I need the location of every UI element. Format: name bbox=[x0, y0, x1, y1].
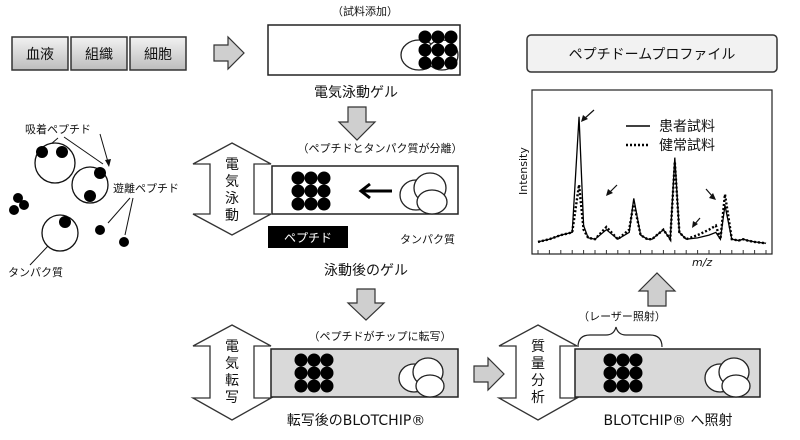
transfer-double-arrow-icon bbox=[190, 324, 274, 421]
legend-label: 患者試料 bbox=[659, 119, 715, 135]
peptide-dots-icon bbox=[603, 353, 643, 393]
peptide-dots-icon bbox=[418, 30, 458, 70]
transfer-label-char: 転 bbox=[225, 373, 239, 389]
legend-label: 健常試料 bbox=[659, 138, 715, 154]
ms-label-char: 析 bbox=[531, 390, 545, 406]
profile-chart-frame bbox=[531, 89, 773, 255]
sample-box-cell: 細胞 bbox=[129, 36, 187, 71]
gel-top-caption: 電気泳動ゲル bbox=[314, 85, 398, 101]
profile-xlabel: m/z bbox=[692, 256, 712, 269]
protein-spot-icon bbox=[398, 357, 445, 398]
ms-label-char: 分 bbox=[531, 373, 545, 389]
sample-box-blood: 血液 bbox=[11, 36, 69, 71]
sample-boxes: 血液 組織 細胞 bbox=[11, 36, 187, 71]
laser-bracket-icon bbox=[577, 326, 663, 348]
arrow-down-icon bbox=[346, 288, 386, 321]
series-line-dotted bbox=[537, 161, 767, 245]
ms-label-char: 質 bbox=[531, 339, 545, 355]
peptide-dots-icon bbox=[294, 353, 334, 393]
sample-box-tissue: 組織 bbox=[70, 36, 128, 71]
ms-label: 質量分析 bbox=[531, 339, 545, 406]
gel-mid-annotation: （ペプチドとタンパク質が分離） bbox=[298, 141, 463, 155]
ms-double-arrow-icon bbox=[496, 324, 580, 421]
protein-label: タンパク質 bbox=[8, 265, 63, 279]
gel-top-annotation: （試料添加） bbox=[332, 4, 398, 18]
peptide-badge-label: ペプチド bbox=[284, 231, 332, 245]
peak-marker-icon bbox=[581, 109, 595, 122]
electrophoresis-double-arrow-icon bbox=[192, 142, 272, 236]
profile-title: ペプチドームプロファイル bbox=[569, 47, 736, 63]
profile-title-box bbox=[526, 34, 778, 73]
sample-box-label: 細胞 bbox=[144, 47, 172, 63]
chart-series-group bbox=[537, 116, 767, 245]
gel-mid-protein-label: タンパク質 bbox=[400, 232, 455, 246]
ms-label-char: 量 bbox=[531, 356, 545, 372]
transfer-label-char: 電 bbox=[225, 339, 239, 355]
peak-marker-icon bbox=[705, 188, 716, 200]
arrow-left-icon bbox=[358, 182, 392, 200]
electrophoresis-label-char: 電 bbox=[225, 157, 239, 173]
arrow-right-icon bbox=[213, 35, 245, 71]
ms-caption: BLOTCHIP® へ照射 bbox=[604, 413, 733, 429]
x-axis-ticks bbox=[537, 250, 767, 254]
sample-box-label: 組織 bbox=[85, 47, 113, 63]
transfer-annotation: （ペプチドがチップに転写） bbox=[309, 329, 452, 343]
adsorbed-peptide-label: 吸着ペプチド bbox=[25, 122, 91, 136]
protein-spot-icon bbox=[399, 172, 448, 215]
electrophoresis-label-char: 泳 bbox=[225, 191, 239, 207]
arrow-down-icon bbox=[337, 106, 377, 141]
protein-spot-icon bbox=[704, 357, 751, 398]
peptide-badge bbox=[268, 226, 348, 248]
ms-annotation: （レーザー照射） bbox=[578, 309, 666, 323]
peptide-dots-icon bbox=[291, 171, 331, 211]
peak-marker-icon bbox=[606, 184, 618, 196]
free-peptide-label: 遊離ペプチド bbox=[113, 181, 179, 195]
transfer-label: 電気転写 bbox=[225, 339, 239, 406]
arrow-right-icon bbox=[473, 356, 505, 392]
peak-marker-icon bbox=[692, 217, 701, 228]
electrophoresis-label-char: 動 bbox=[225, 208, 239, 224]
sample-box-label: 血液 bbox=[26, 47, 54, 63]
electrophoresis-label: 電気泳動 bbox=[225, 157, 239, 224]
transfer-caption: 転写後のBLOTCHIP® bbox=[287, 413, 426, 429]
electrophoresis-label-char: 気 bbox=[225, 174, 239, 190]
arrow-up-icon bbox=[637, 272, 677, 307]
profile-ylabel: Intensity bbox=[517, 147, 530, 195]
sample-spot-icon bbox=[400, 30, 459, 71]
transfer-label-char: 写 bbox=[225, 390, 239, 406]
gel-mid-caption: 泳動後のゲル bbox=[324, 263, 408, 279]
transfer-label-char: 気 bbox=[225, 356, 239, 372]
chart-legend: 患者試料 健常試料 bbox=[626, 119, 715, 154]
free-peptide-panel: 吸着ペプチド 遊離ペプチド タンパク質 bbox=[8, 122, 179, 279]
